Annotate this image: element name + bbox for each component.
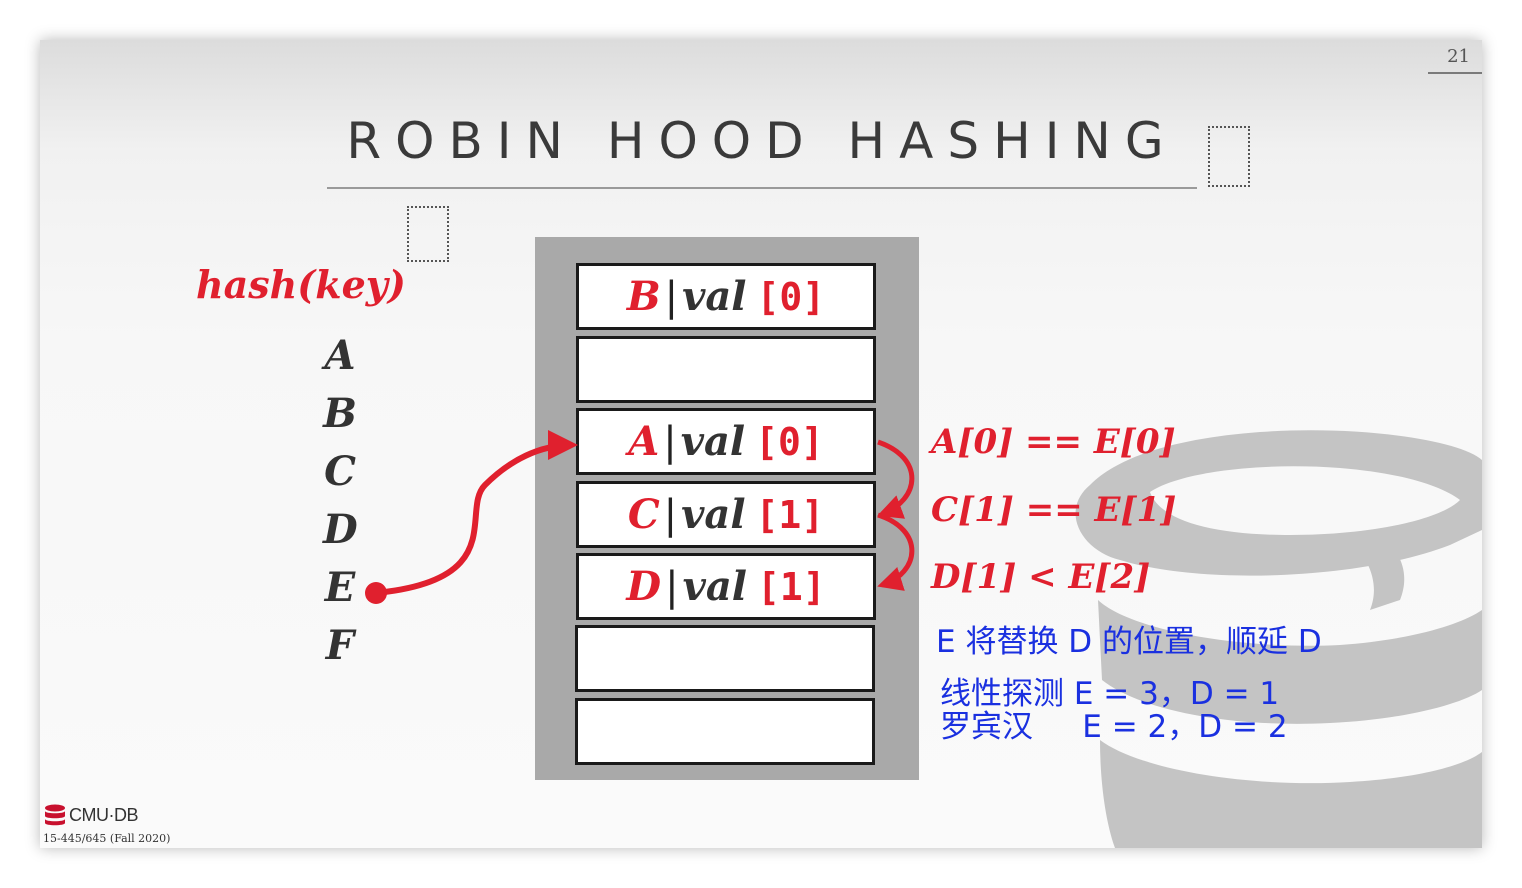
hash-function-label: hash(key)	[196, 262, 406, 307]
arrow-icon	[877, 512, 915, 591]
hash-slot: D|val[1]	[576, 553, 876, 620]
cmu-db-logo: CMU·DB	[43, 804, 139, 826]
placeholder-box	[407, 206, 449, 262]
title-divider	[327, 187, 1197, 189]
page-number-underline	[1428, 72, 1482, 74]
key-label-e: E	[324, 564, 356, 611]
slot-key: B	[626, 273, 661, 320]
note-line-3: 罗宾汉 E = 2，D = 2	[940, 709, 1288, 745]
slot-key: A	[628, 418, 660, 465]
comparison-3: D[1] < E[2]	[931, 557, 1151, 597]
slot-value: val	[681, 491, 746, 538]
slot-value: val	[682, 273, 747, 320]
slot-separator: |	[664, 273, 679, 320]
key-label-c: C	[324, 448, 356, 495]
slot-separator: |	[663, 491, 678, 538]
arrow-icon	[877, 439, 915, 519]
comparison-1: A[0] == E[0]	[931, 422, 1176, 462]
key-label-d: D	[323, 506, 358, 553]
slide-title: ROBIN HOOD HASHING	[346, 112, 1178, 170]
slot-offset: [1]	[755, 492, 825, 537]
slot-offset: [1]	[756, 564, 826, 609]
hash-slot-empty	[575, 698, 875, 765]
hash-slot-empty	[576, 336, 876, 403]
hash-slot: C|val[1]	[576, 481, 876, 548]
course-label: 15-445/645 (Fall 2020)	[43, 832, 171, 845]
slot-key: C	[627, 491, 660, 538]
database-logo-icon	[45, 804, 65, 826]
slot-value: val	[680, 418, 746, 465]
slot-key: D	[626, 563, 662, 610]
arrows-layer	[365, 430, 915, 604]
slot-separator: |	[665, 563, 679, 610]
note-line-1: E 将替换 D 的位置，顺延 D	[936, 624, 1322, 660]
placeholder-box	[1208, 126, 1250, 187]
note-line-2: 线性探测 E = 3，D = 1	[940, 676, 1280, 712]
hash-slot: B|val[0]	[576, 263, 876, 330]
key-label-b: B	[323, 390, 357, 437]
comparison-2: C[1] == E[1]	[931, 490, 1177, 530]
key-label-f: F	[325, 622, 355, 669]
hash-slot-empty	[575, 625, 875, 692]
key-label-a: A	[324, 332, 356, 379]
slot-offset: [0]	[756, 274, 826, 319]
slot-offset: [0]	[755, 419, 824, 464]
arrow-icon	[375, 430, 578, 596]
page-number: 21	[1447, 46, 1470, 67]
database-watermark-icon	[1075, 430, 1482, 848]
logo-text: CMU·DB	[69, 804, 139, 825]
slot-value: val	[682, 563, 747, 610]
slot-separator: |	[663, 418, 677, 465]
slide: 21 ROBIN HOOD HASHING hash(key) A B C D …	[40, 40, 1482, 848]
